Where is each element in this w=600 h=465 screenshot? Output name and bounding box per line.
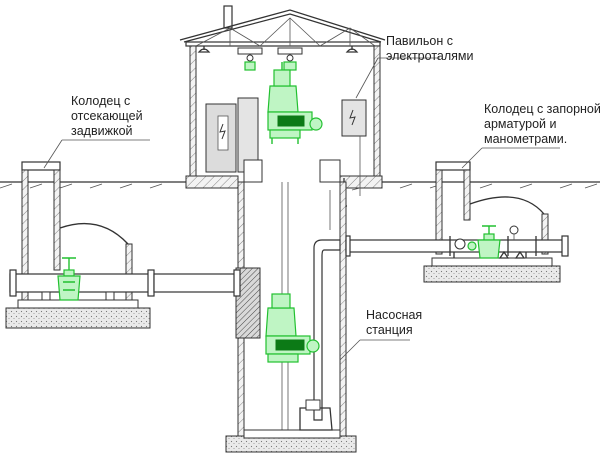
pump-station-shaft bbox=[225, 159, 357, 453]
label-shutoff-well: Колодец с отсекающей задвижкой bbox=[71, 94, 143, 138]
ground-line bbox=[0, 181, 600, 189]
leader-lines bbox=[43, 57, 560, 361]
label-pump-station: Насосная станция bbox=[366, 308, 423, 337]
valve-manometer-well bbox=[345, 161, 569, 283]
label-valve-well: Колодец с запорной арматурой и манометра… bbox=[484, 102, 600, 146]
shutoff-valve-well bbox=[5, 161, 241, 329]
gate-valve-right bbox=[467, 225, 501, 259]
gate-valve-left bbox=[57, 257, 81, 301]
upper-pump bbox=[267, 62, 323, 144]
electric-hoists bbox=[237, 47, 303, 71]
label-pavilion: Павильон с электроталями bbox=[386, 34, 474, 63]
lower-pump bbox=[265, 293, 320, 363]
pavilion-building bbox=[179, 5, 386, 207]
